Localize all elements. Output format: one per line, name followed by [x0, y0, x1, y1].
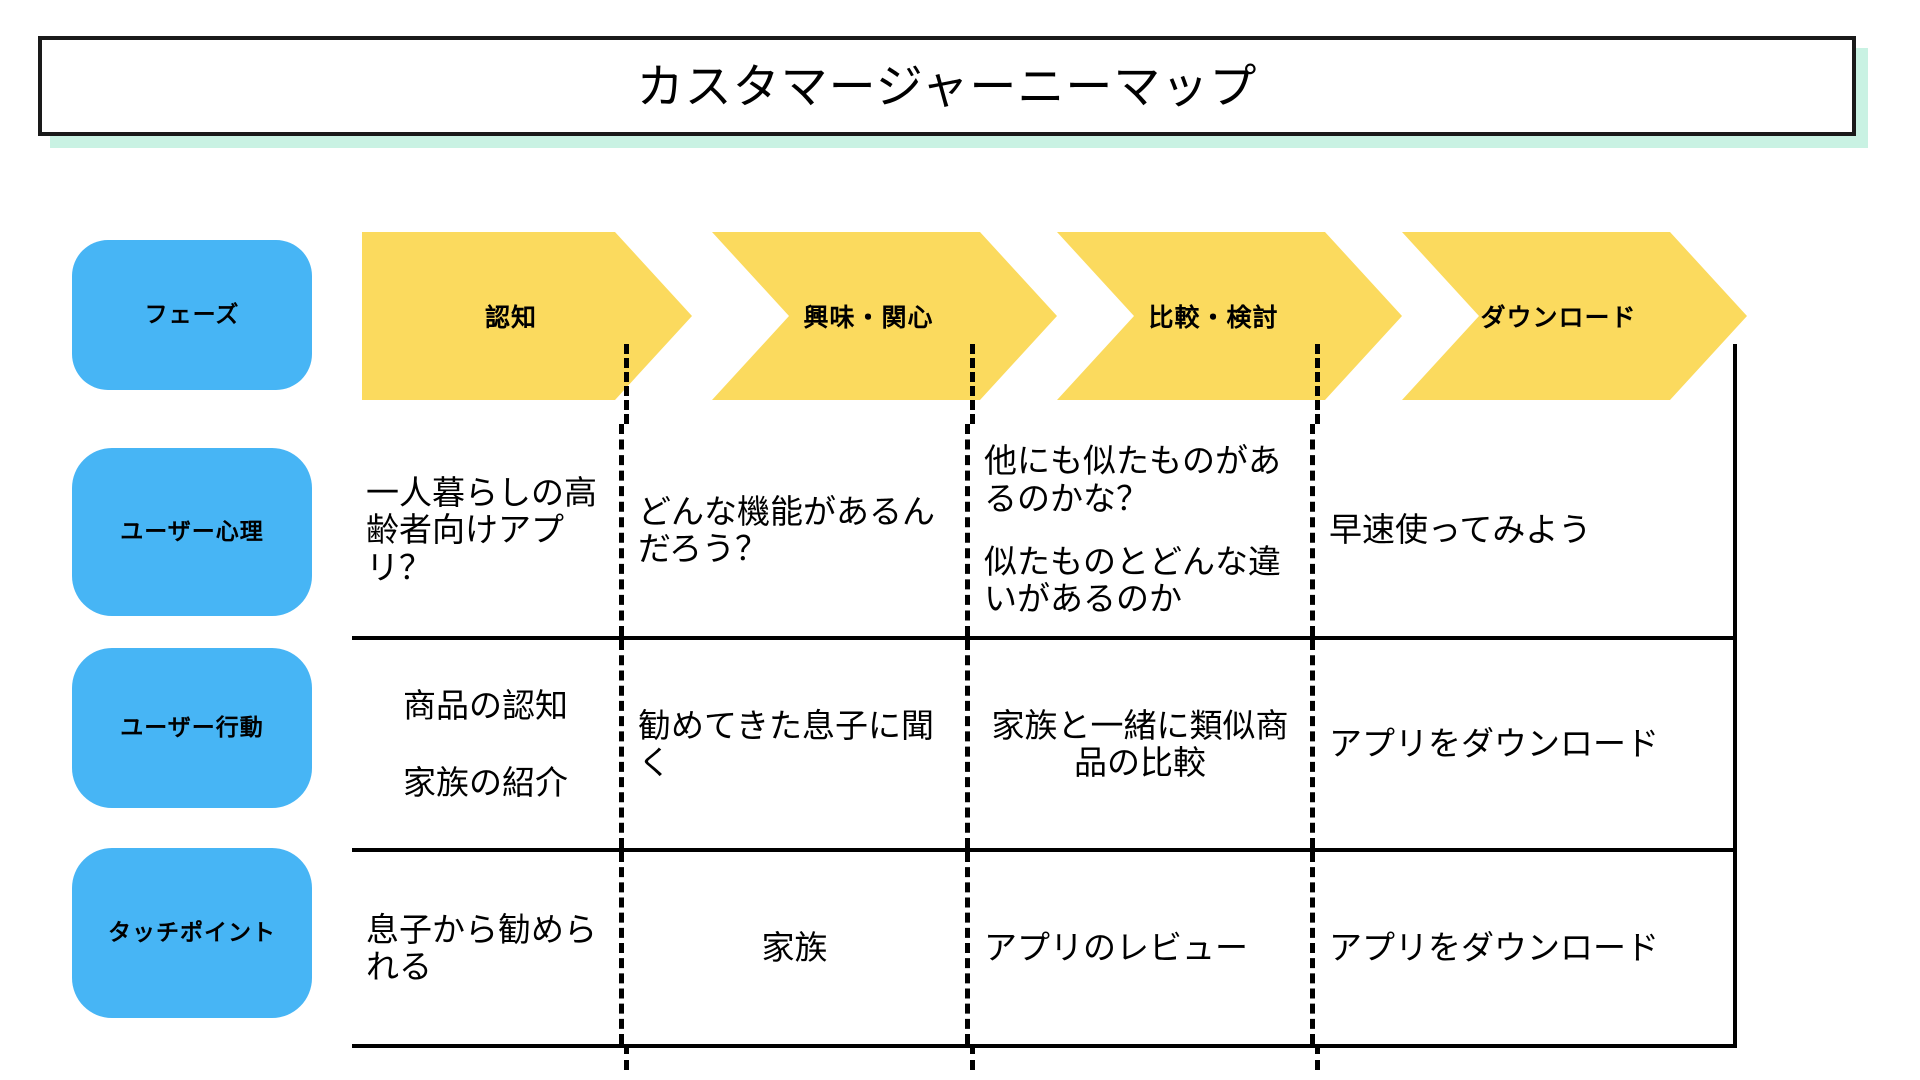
cell-text: どんな機能があるんだろう？: [638, 492, 935, 567]
column-divider-2-bottom: [970, 1044, 975, 1070]
cell-text: 一人暮らしの高齢者向けアプリ？: [366, 474, 597, 586]
phase-chevron-4: ダウンロード: [1402, 232, 1747, 400]
row-label-psychology-text: ユーザー心理: [120, 518, 264, 545]
row-label-psychology: ユーザー心理: [72, 448, 312, 616]
cell-text: 家族の紹介: [403, 764, 568, 801]
phase-chevron-1-label: 認知: [484, 304, 537, 332]
row-label-phase: フェーズ: [72, 240, 312, 390]
cell-text: アプリのレビュー: [984, 929, 1248, 967]
cell-psychology-download: 早速使ってみよう: [1315, 424, 1737, 636]
phase-chevron-3: 比較・検討: [1057, 232, 1402, 400]
cell-psychology-awareness: 一人暮らしの高齢者向けアプリ？: [352, 424, 624, 636]
cell-action-comparison: 家族と一緒に類似商品の比較: [970, 640, 1315, 848]
cell-action-awareness: 商品の認知 家族の紹介: [352, 640, 624, 848]
phase-chevron-1: 認知: [362, 232, 692, 400]
title-banner: カスタマージャーニーマップ: [38, 36, 1868, 148]
cell-touchpoint-interest: 家族: [624, 852, 970, 1044]
cell-touchpoint-download: アプリをダウンロード: [1315, 852, 1737, 1044]
phase-chevron-2-label: 興味・関心: [803, 304, 934, 332]
table-row: 一人暮らしの高齢者向けアプリ？ どんな機能があるんだろう？ 他にも似たものがある…: [352, 344, 1737, 640]
column-divider-1-bottom: [624, 1044, 629, 1070]
cell-text: 家族と一緒に類似商品の比較: [991, 706, 1289, 781]
table-row: 息子から勧められる 家族 アプリのレビュー アプリをダウンロード: [352, 852, 1737, 1070]
table-right-border-top: [1733, 344, 1737, 424]
cell-psychology-interest: どんな機能があるんだろう？: [624, 424, 970, 636]
row-label-action: ユーザー行動: [72, 648, 312, 808]
cell-text: 勧めてきた息子に聞く: [638, 706, 935, 781]
cell-touchpoint-comparison: アプリのレビュー: [970, 852, 1315, 1044]
cell-psychology-comparison: 他にも似たものがあるのかな？ 似たものとどんな違いがあるのか: [970, 424, 1315, 636]
phase-chevron-4-label: ダウンロード: [1480, 304, 1637, 332]
cell-touchpoint-awareness: 息子から勧められる: [352, 852, 624, 1044]
cell-action-interest: 勧めてきた息子に聞く: [624, 640, 970, 848]
journey-table: 一人暮らしの高齢者向けアプリ？ どんな機能があるんだろう？ 他にも似たものがある…: [352, 344, 1737, 1070]
cell-text: 商品の認知: [403, 686, 568, 724]
row-label-phase-text: フェーズ: [144, 301, 240, 328]
title-box: カスタマージャーニーマップ: [38, 36, 1856, 136]
cell-text: 家族: [761, 929, 828, 967]
phase-chevron-2: 興味・関心: [712, 232, 1057, 400]
row-label-action-text: ユーザー行動: [120, 714, 264, 741]
row-label-touchpoint: タッチポイント: [72, 848, 312, 1018]
phase-chevron-3-label: 比較・検討: [1148, 304, 1279, 332]
cell-text: 早速使ってみよう: [1329, 511, 1592, 549]
cell-text: 息子から勧められる: [366, 910, 597, 985]
row-label-touchpoint-text: タッチポイント: [108, 919, 276, 946]
table-row: 商品の認知 家族の紹介 勧めてきた息子に聞く 家族と一緒に類似商品の比較 アプリ…: [352, 640, 1737, 852]
column-divider-1-top: [624, 344, 629, 424]
cell-text: アプリをダウンロード: [1329, 929, 1659, 967]
cell-text: 他にも似たものがあるのかな？: [984, 442, 1281, 517]
cell-text: アプリをダウンロード: [1329, 725, 1659, 763]
cell-text: 似たものとどんな違いがあるのか: [984, 543, 1281, 618]
column-divider-3-bottom: [1315, 1044, 1320, 1070]
page-title: カスタマージャーニーマップ: [636, 59, 1258, 113]
column-divider-3-top: [1315, 344, 1320, 424]
cell-action-download: アプリをダウンロード: [1315, 640, 1737, 848]
column-divider-2-top: [970, 344, 975, 424]
